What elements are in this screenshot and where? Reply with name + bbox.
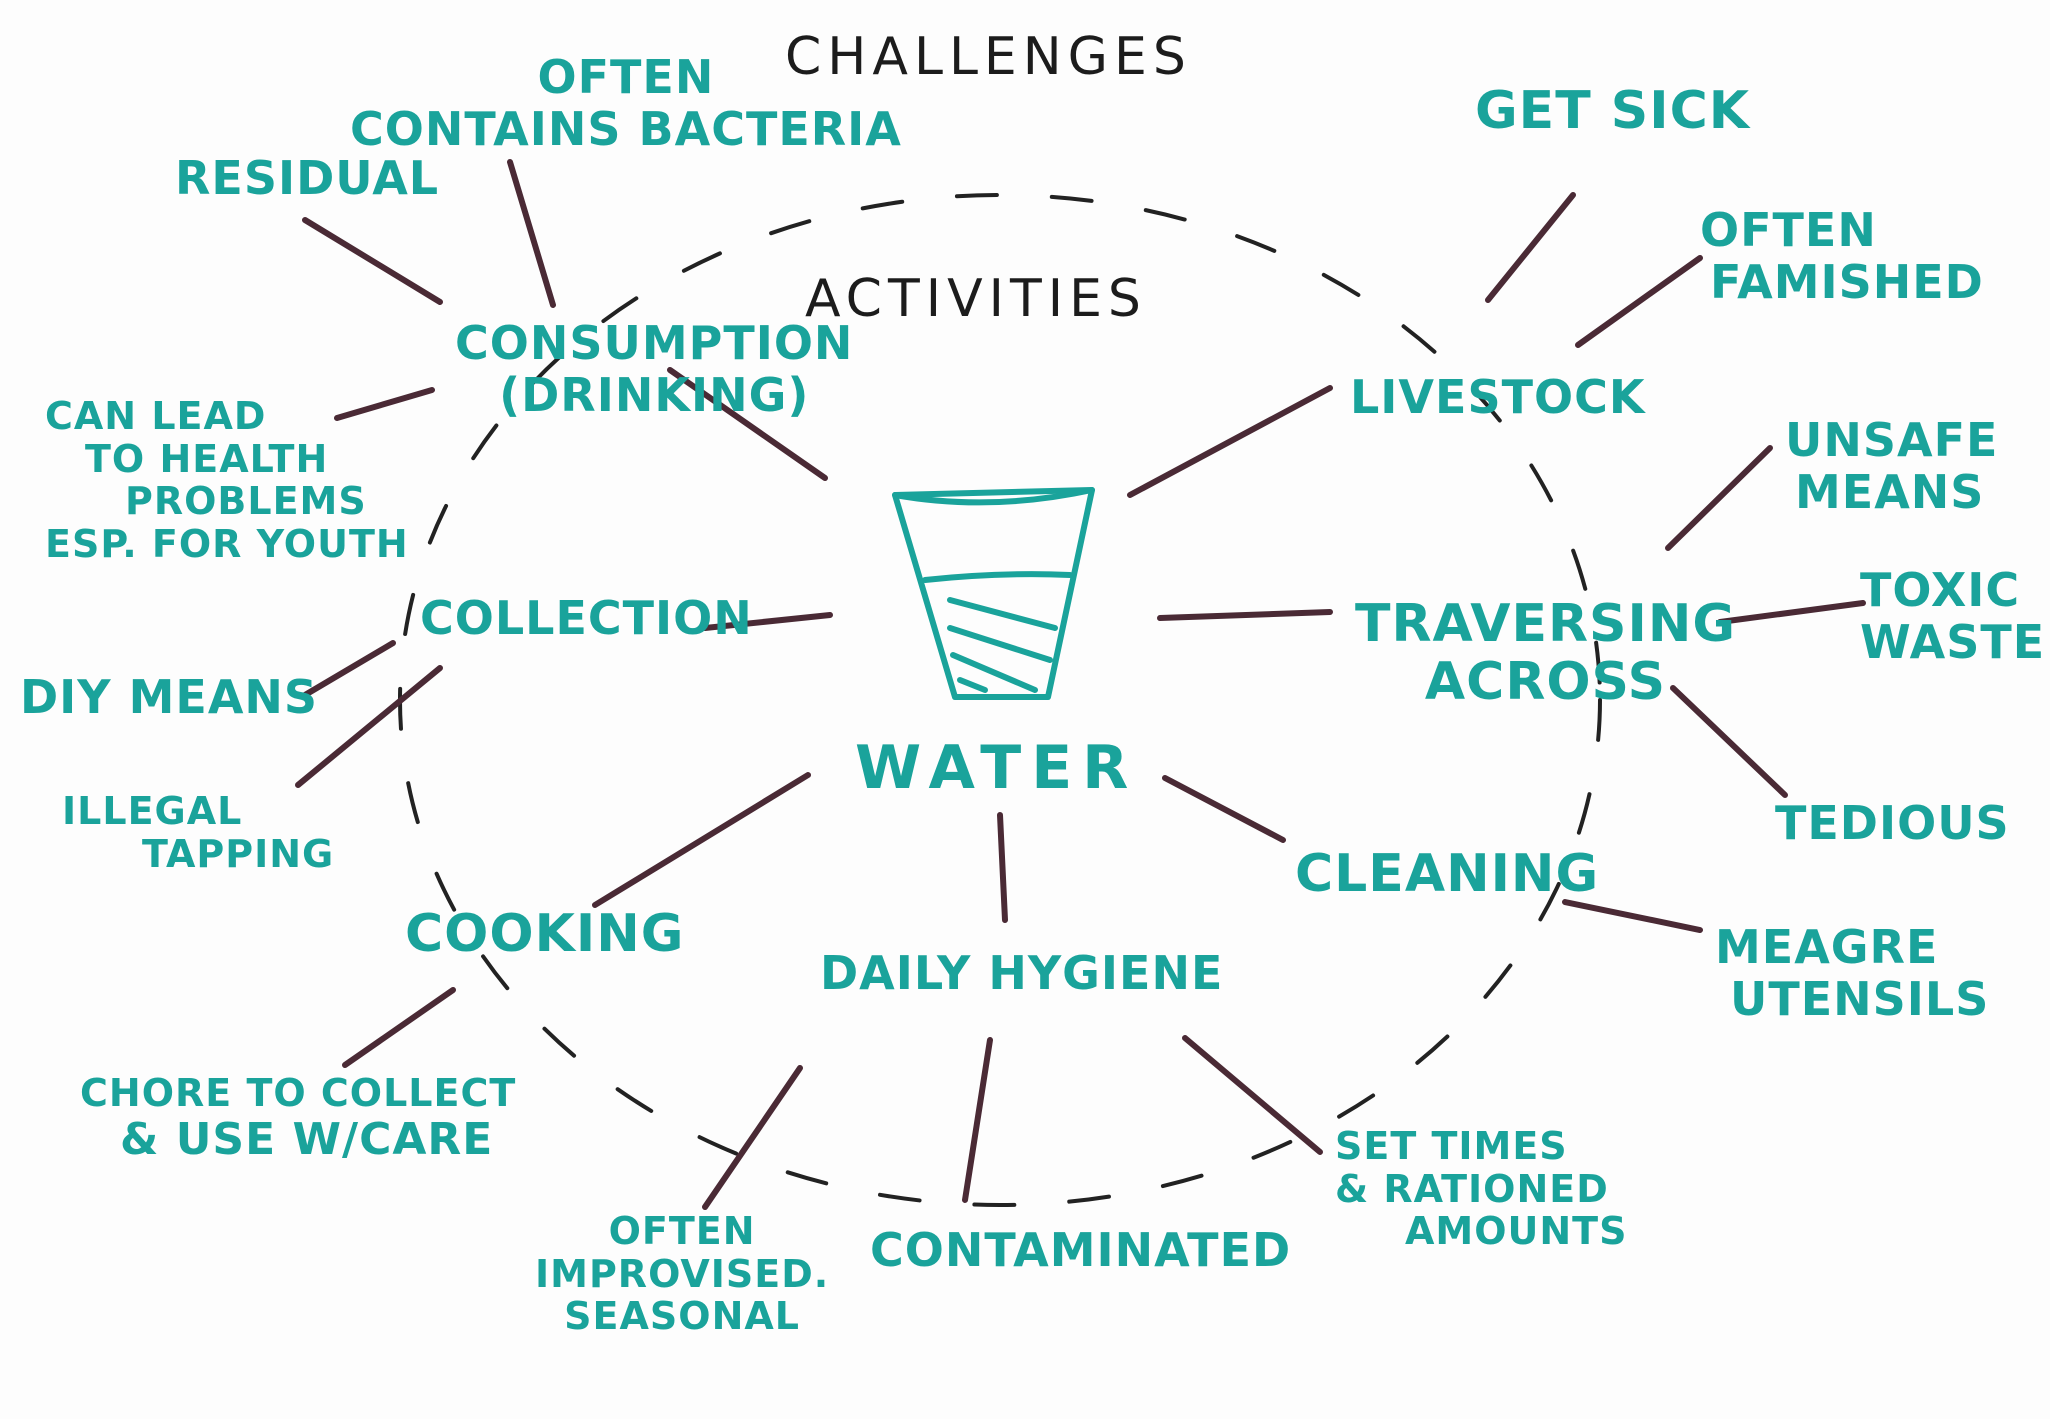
- link-collection-diy: [302, 640, 396, 698]
- challenge-settimes-line: AMOUNTS: [1405, 1209, 1628, 1254]
- challenge-health-line: CAN LEAD: [45, 394, 267, 438]
- challenge-famished-line: OFTEN: [1700, 203, 1877, 257]
- challenge-chore: CHORE TO COLLECT & USE W/CARE: [80, 1072, 516, 1164]
- activity-livestock: LIVESTOCK: [1350, 370, 1646, 424]
- activity-traversing-line: TRAVERSING: [1355, 594, 1737, 654]
- challenge-toxic-waste: TOXIC WASTE: [1860, 563, 2046, 669]
- challenge-meagre-utensils: MEAGRE UTENSILS: [1715, 920, 1990, 1026]
- link-collection-illegal: [295, 665, 443, 788]
- water-center-label: WATER: [855, 733, 1139, 803]
- challenge-tedious: TEDIOUS: [1775, 796, 2010, 850]
- challenge-settimes-line: & RATIONED: [1335, 1166, 1609, 1211]
- challenge-famished: OFTEN FAMISHED: [1700, 203, 1984, 309]
- link-consumption-residual: [302, 217, 443, 305]
- challenge-illegal-tapping: ILLEGAL TAPPING: [62, 790, 334, 875]
- challenge-settimes-line: SET TIMES: [1335, 1124, 1568, 1168]
- link-traversing-tedious: [1670, 685, 1788, 798]
- challenge-health-line: TO HEALTH: [85, 436, 329, 481]
- link-consumption-bacteria: [507, 159, 556, 308]
- challenge-famished-line: FAMISHED: [1710, 254, 1984, 309]
- challenge-meagre-line: UTENSILS: [1730, 971, 1990, 1026]
- challenge-improvised-line: OFTEN: [608, 1209, 756, 1253]
- activity-traversing: TRAVERSING ACROSS: [1355, 594, 1737, 713]
- link-cooking-chore: [342, 987, 456, 1068]
- water-glass-icon: [892, 487, 1095, 700]
- challenge-toxic-line: WASTE: [1860, 614, 2046, 669]
- activity-collection: COLLECTION: [420, 591, 753, 645]
- link-consumption-health: [334, 387, 435, 421]
- link-water-collection: [702, 612, 833, 631]
- challenge-get-sick: GET SICK: [1475, 81, 1751, 141]
- challenge-chore-line: & USE W/CARE: [120, 1113, 494, 1165]
- challenge-bacteria: OFTEN CONTAINS BACTERIA: [350, 50, 902, 156]
- link-water-traversing: [1157, 609, 1333, 621]
- link-traversing-toxic: [1717, 600, 1866, 625]
- link-cleaning-meagre: [1562, 899, 1703, 933]
- link-traversing-unsafe: [1665, 445, 1773, 551]
- link-livestock-sick: [1485, 192, 1576, 303]
- link-hygiene-contaminated: [962, 1037, 993, 1203]
- challenge-bacteria-line: CONTAINS BACTERIA: [350, 101, 902, 156]
- challenge-unsafe-means: UNSAFE MEANS: [1785, 413, 1999, 519]
- challenge-illegal-line: TAPPING: [142, 831, 335, 876]
- activity-consumption-line: CONSUMPTION: [455, 316, 854, 370]
- challenge-diy-means: DIY MEANS: [20, 670, 319, 724]
- link-water-cleaning: [1162, 775, 1286, 843]
- challenge-unsafe-line: MEANS: [1795, 464, 1985, 519]
- challenge-contaminated: CONTAMINATED: [870, 1223, 1292, 1277]
- activity-daily-hygiene: DAILY HYGIENE: [820, 946, 1224, 1000]
- challenge-set-times: SET TIMES & RATIONED AMOUNTS: [1335, 1125, 1627, 1253]
- challenge-health-line: ESP. FOR YOUTH: [45, 521, 409, 566]
- activity-cooking: COOKING: [405, 904, 685, 964]
- challenge-chore-line: CHORE TO COLLECT: [80, 1071, 517, 1115]
- activity-consumption: CONSUMPTION (DRINKING): [455, 316, 854, 422]
- challenge-health-line: PROBLEMS: [125, 479, 367, 524]
- link-water-consumption: [667, 367, 828, 481]
- activity-traversing-line: ACROSS: [1424, 652, 1667, 713]
- challenge-meagre-line: MEAGRE: [1715, 920, 1939, 974]
- challenge-illegal-line: ILLEGAL: [62, 789, 243, 833]
- challenge-improvised-line: IMPROVISED.: [535, 1251, 830, 1296]
- link-hygiene-settimes: [1182, 1035, 1323, 1155]
- challenge-improvised-line: SEASONAL: [564, 1294, 801, 1339]
- challenge-residual: RESIDUAL: [175, 151, 440, 205]
- activities-title: ACTIVITIES: [805, 269, 1147, 329]
- link-hygiene-improvised: [702, 1065, 803, 1210]
- link-water-cooking: [592, 772, 811, 908]
- link-livestock-famished: [1575, 255, 1703, 348]
- challenge-toxic-line: TOXIC: [1860, 563, 2021, 617]
- challenge-unsafe-line: UNSAFE: [1785, 413, 1999, 467]
- link-water-hygiene: [997, 812, 1008, 923]
- challenges-title: CHALLENGES: [785, 27, 1192, 87]
- activity-cleaning: CLEANING: [1295, 844, 1600, 904]
- challenge-bacteria-line: OFTEN: [537, 50, 715, 104]
- activity-consumption-line: (DRINKING): [499, 367, 810, 422]
- link-water-livestock: [1127, 385, 1333, 498]
- challenge-improvised: OFTEN IMPROVISED. SEASONAL: [535, 1210, 829, 1338]
- challenge-health: CAN LEAD TO HEALTH PROBLEMS ESP. FOR YOU…: [45, 395, 409, 565]
